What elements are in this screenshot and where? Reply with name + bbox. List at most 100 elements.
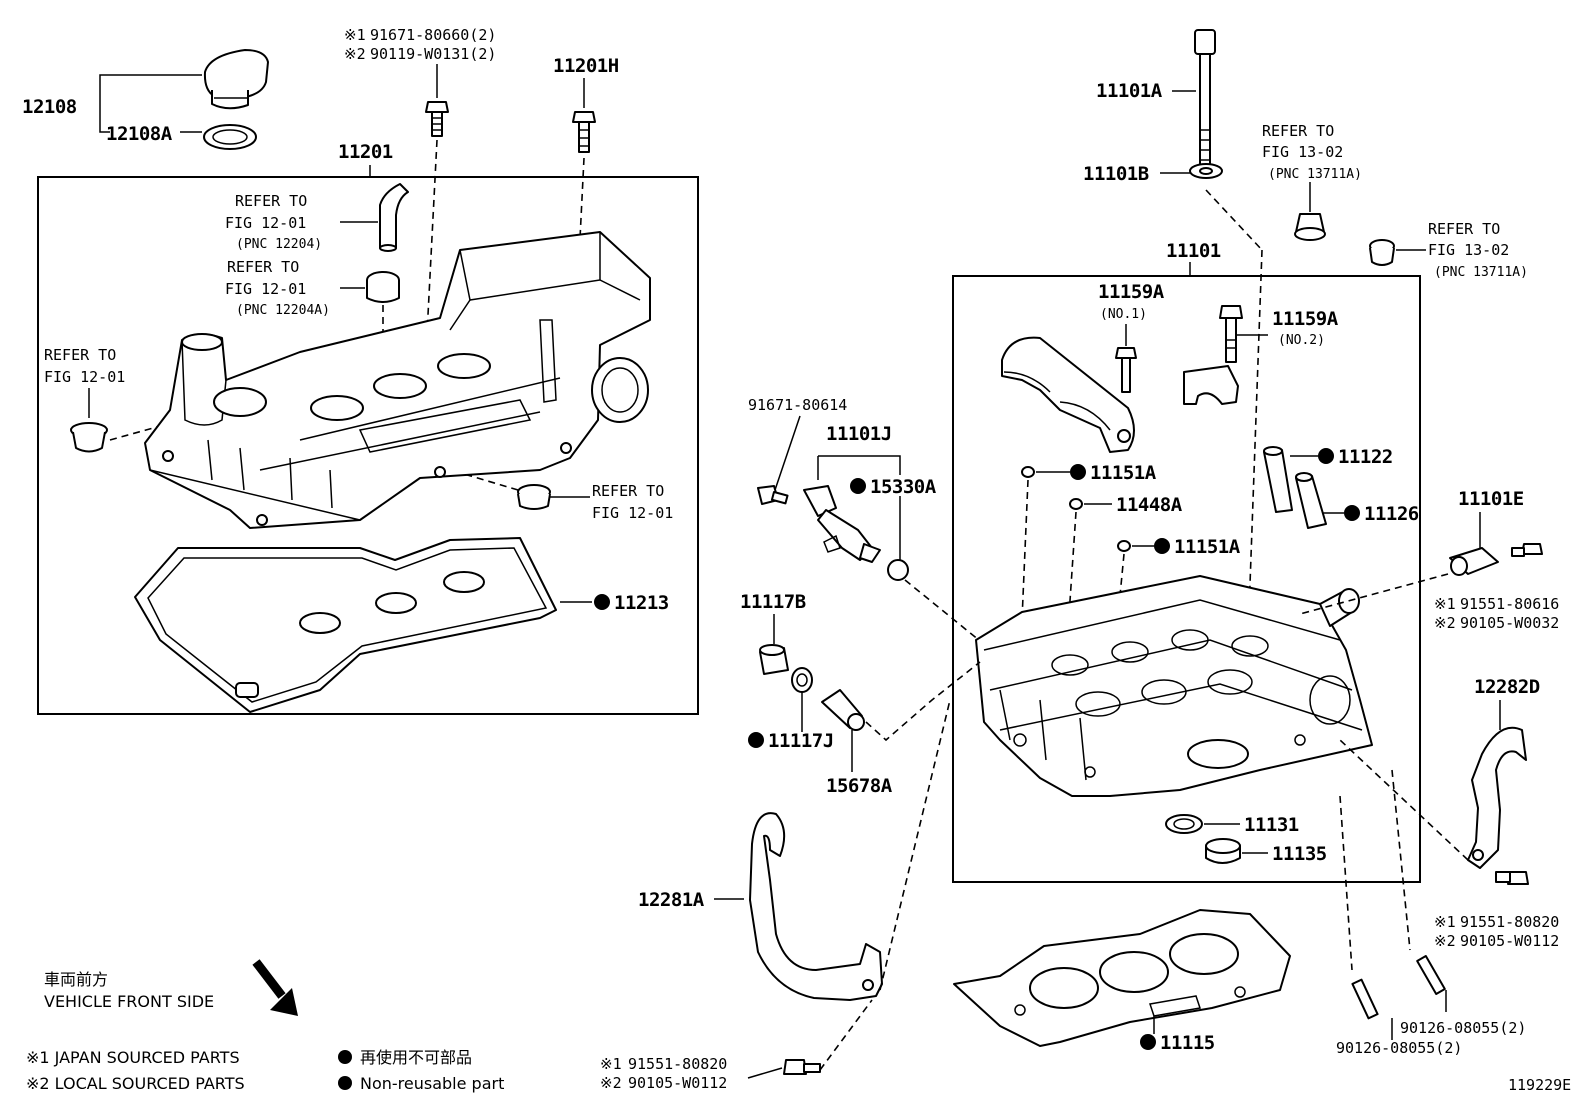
mark-1b: ※1 (1434, 595, 1456, 613)
nonreusable-dot-11213 (594, 594, 610, 610)
oil-filler-cap (203, 49, 269, 110)
mark-1c: ※1 (1434, 913, 1456, 931)
label-90126-08055-b: 90126-08055(2) (1400, 1019, 1526, 1037)
fig-12-01-1: FIG 12-01 (225, 214, 306, 232)
refer-to-3: REFER TO (44, 346, 116, 364)
ocv-bolt (757, 485, 789, 505)
cylinder-head-cover (144, 231, 651, 529)
label-91671-80660: 91671-80660(2) (370, 26, 496, 44)
oil-seal-11131 (1165, 814, 1203, 834)
plug-fig-13-02-right (1369, 239, 1395, 266)
fig-13-02-2: FIG 13-02 (1428, 241, 1509, 259)
union-bolt-15678a (821, 689, 865, 731)
stud-bolt-a (1351, 978, 1379, 1020)
plug-11151a-1 (1021, 466, 1035, 478)
mark-2: ※2 (344, 45, 366, 63)
label-11115: 11115 (1160, 1032, 1215, 1054)
camshaft-bearing-cap-bolt-1 (1115, 347, 1137, 393)
head-cover-gasket (134, 537, 557, 713)
plug-grommet-right (517, 484, 551, 510)
legend-nonreusable-dot-1 (338, 1050, 352, 1064)
refer-to-4: REFER TO (592, 482, 664, 500)
oil-control-valve (803, 485, 881, 563)
nonreusable-dot-11115 (1140, 1034, 1156, 1050)
label-12108a: 12108A (106, 123, 173, 145)
seal-11135 (1205, 838, 1241, 864)
valve-guide-11122 (1263, 446, 1293, 513)
label-11101j: 11101J (826, 423, 892, 445)
label-91551-80616: 91551-80616 (1460, 595, 1559, 613)
fig-12-01-2: FIG 12-01 (225, 280, 306, 298)
label-90105-w0032: 90105-W0032 (1460, 614, 1559, 632)
plug-11448a (1069, 498, 1083, 510)
label-11101e: 11101E (1458, 488, 1524, 510)
refer-to-2: REFER TO (227, 258, 299, 276)
label-91551-80820-r: 91551-80820 (1460, 913, 1559, 931)
gasket-11117j (791, 667, 813, 693)
plug-grommet-left (70, 422, 108, 453)
camshaft-position-sensor (1449, 547, 1499, 576)
vehicle-front-jp: 車両前方 (44, 970, 108, 989)
legend-nonreuse-jp: 再使用不可部品 (360, 1048, 472, 1067)
label-11201: 11201 (338, 141, 393, 163)
label-91551-80820-l: 91551-80820 (628, 1055, 727, 1073)
label-12282d: 12282D (1474, 676, 1540, 698)
fig-12-01-3: FIG 12-01 (44, 368, 125, 386)
label-12108: 12108 (22, 96, 77, 118)
label-11151a-2: 11151A (1174, 536, 1241, 558)
label-11117b: 11117B (740, 591, 806, 613)
pcv-valve-grommet (366, 271, 400, 303)
label-11151a-1: 11151A (1090, 462, 1157, 484)
hanger-bolt-right (1495, 871, 1529, 885)
label-11213: 11213 (614, 592, 669, 614)
label-11159a-2: 11159A (1272, 308, 1339, 330)
label-11448a: 11448A (1116, 494, 1183, 516)
mark-1d: ※1 (600, 1055, 622, 1073)
label-11201h: 11201H (553, 55, 619, 77)
label-11117j: 11117J (768, 730, 834, 752)
no1: (NO.1) (1100, 307, 1147, 322)
pnc-12204: (PNC 12204) (236, 237, 322, 252)
refer-to-1: REFER TO (235, 192, 307, 210)
label-11126: 11126 (1364, 503, 1419, 525)
hanger-bolt-left (783, 1059, 821, 1075)
plug-11117b (759, 644, 789, 675)
fig-13-02-1: FIG 13-02 (1262, 143, 1343, 161)
label-11131: 11131 (1244, 814, 1299, 836)
label-12281a: 12281A (638, 889, 705, 911)
legend-local-sourced: ※2 LOCAL SOURCED PARTS (26, 1074, 245, 1093)
nonreusable-dot-11126 (1344, 505, 1360, 521)
label-15330a: 15330A (870, 476, 937, 498)
valve-guide-11126 (1295, 472, 1327, 529)
pcv-hose-connector (379, 183, 409, 252)
label-11159a-1: 11159A (1098, 281, 1165, 303)
label-90119-w0131: 90119-W0131(2) (370, 45, 496, 63)
camshaft-bearing-cap-bolt-2 (1219, 305, 1243, 363)
nonreusable-dot-15330a (850, 478, 866, 494)
vehicle-front-en: VEHICLE FRONT SIDE (44, 992, 214, 1011)
legend-japan-sourced: ※1 JAPAN SOURCED PARTS (26, 1048, 240, 1067)
plug-fig-13-02-upper (1294, 213, 1326, 241)
label-90105-w0112-r: 90105-W0112 (1460, 932, 1559, 950)
nonreusable-dot-11122 (1318, 448, 1334, 464)
mark-2b: ※2 (1434, 614, 1456, 632)
vehicle-front-arrow-icon (252, 959, 298, 1016)
cylinder-head-bolt (1194, 29, 1216, 175)
cylinder-head (975, 575, 1373, 797)
nonreusable-dot-11151a-1 (1070, 464, 1086, 480)
stud-bolt-11201h (572, 111, 596, 153)
legend-nonreuse-en: Non-reusable part (360, 1074, 504, 1093)
label-11101: 11101 (1166, 240, 1221, 262)
pnc-13711a-1: (PNC 13711A) (1268, 167, 1362, 182)
cylinder-head-cover-frame (37, 176, 699, 715)
cylinder-head-frame (952, 275, 1421, 883)
label-11135: 11135 (1272, 843, 1327, 865)
legend-nonreusable-dot-2 (338, 1076, 352, 1090)
pnc-12204a: (PNC 12204A) (236, 303, 330, 318)
label-15678a: 15678A (826, 775, 893, 797)
label-91671-80614: 91671-80614 (748, 396, 847, 414)
mark-2d: ※2 (600, 1074, 622, 1092)
nonreusable-dot-11117j (748, 732, 764, 748)
sensor-bolt (1511, 543, 1543, 557)
